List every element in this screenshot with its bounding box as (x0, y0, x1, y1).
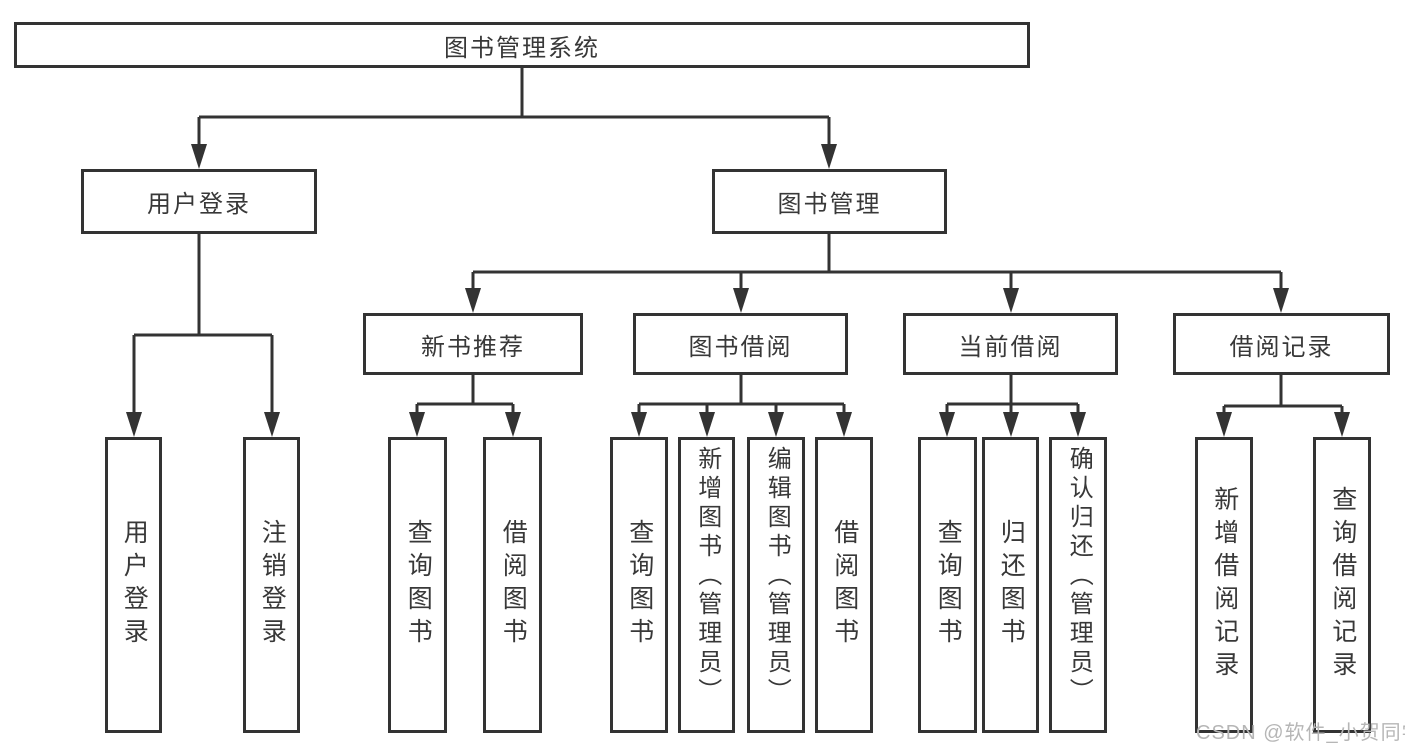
node-current-borrowing: 当前借阅 (903, 313, 1118, 375)
leaf-borrowing-borrow-books: 借阅图书 (815, 437, 873, 733)
leaf-borrowing-query-books: 查询图书 (610, 437, 668, 733)
node-label: 归还图书 (997, 519, 1026, 651)
node-label: 图书管理系统 (444, 34, 600, 62)
node-label: 查询借阅记录 (1328, 486, 1357, 684)
leaf-add-borrow-record: 新增借阅记录 (1195, 437, 1253, 733)
leaf-recommend-query-books: 查询图书 (388, 437, 447, 733)
leaf-user-login: 用户登录 (105, 437, 162, 733)
node-label: 用户登录 (147, 191, 251, 218)
node-borrowing-records: 借阅记录 (1173, 313, 1390, 375)
node-new-book-recommendation: 新书推荐 (363, 313, 583, 375)
node-label: 查询图书 (404, 519, 433, 651)
leaf-edit-books-admin: 编辑图书（管理员） (747, 437, 805, 733)
arrowhead-icons (126, 144, 1350, 437)
node-book-borrowing: 图书借阅 (633, 313, 848, 375)
node-label: 确认归还（管理员） (1065, 446, 1093, 707)
node-book-management: 图书管理 (712, 169, 947, 234)
node-label: 图书管理 (777, 191, 882, 218)
leaf-recommend-borrow-books: 借阅图书 (483, 437, 542, 733)
leaf-add-books-admin: 新增图书（管理员） (678, 437, 735, 733)
node-label: 新增图书（管理员） (693, 446, 721, 707)
leaf-current-query-books: 查询图书 (918, 437, 977, 733)
node-label: 查询图书 (934, 519, 963, 651)
node-label: 借阅图书 (499, 519, 528, 651)
node-label: 借阅记录 (1229, 333, 1334, 361)
node-label: 当前借阅 (958, 333, 1063, 361)
node-library-management-system: 图书管理系统 (14, 22, 1030, 68)
node-label: 编辑图书（管理员） (763, 446, 791, 707)
node-label: 新书推荐 (421, 333, 525, 361)
leaf-return-books: 归还图书 (982, 437, 1039, 733)
leaf-confirm-return-admin: 确认归还（管理员） (1049, 437, 1107, 733)
csdn-watermark: CSDN @软件_小贺同学 (1196, 722, 1405, 744)
node-label: 借阅图书 (830, 519, 859, 651)
leaf-logout: 注销登录 (243, 437, 300, 733)
node-label: 图书借阅 (688, 333, 793, 361)
node-label: 新增借阅记录 (1210, 486, 1239, 684)
leaf-query-borrow-record: 查询借阅记录 (1313, 437, 1371, 733)
node-user-login-group: 用户登录 (81, 169, 317, 234)
node-label: 注销登录 (258, 519, 287, 651)
node-label: 用户登录 (120, 519, 149, 651)
node-label: 查询图书 (625, 519, 654, 651)
tree-edges (132, 68, 1344, 414)
